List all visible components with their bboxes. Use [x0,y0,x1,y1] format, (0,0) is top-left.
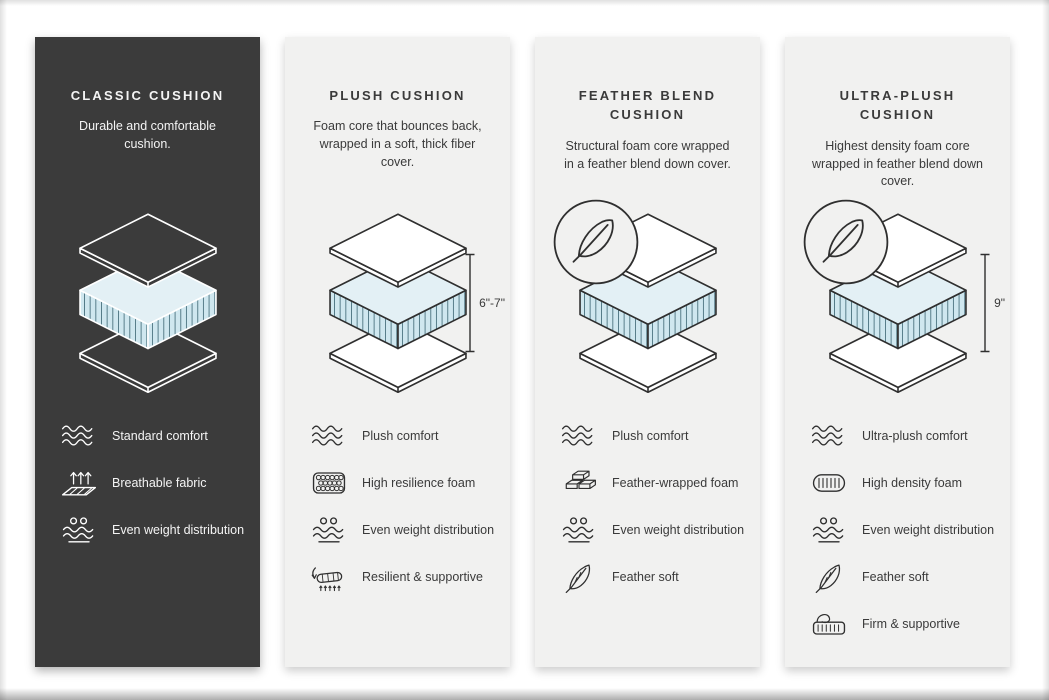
feature-label: Feather soft [612,569,679,584]
feature-row: Ultra-plush comfort [809,419,998,453]
height-bracket: 9" [979,253,1005,353]
cushion-illustration: 9" [785,193,1010,409]
feather-wrapped-foam-icon [559,466,599,500]
even-weight-icon [559,513,599,547]
measurement-bracket-icon [980,253,990,353]
column-description: Structural foam core wrapped in a feathe… [564,138,731,171]
column-header: FEATHER BLEND CUSHION Structural foam co… [535,37,760,193]
column-header: CLASSIC CUSHION Durable and comfortable … [35,37,260,193]
feature-label: High density foam [862,475,963,490]
feature-row: High density foam [809,466,998,500]
feature-row: Feather-wrapped foam [559,466,748,500]
cushion-layers-icon [309,211,487,397]
waves-icon [59,419,99,453]
waves-icon [809,419,849,453]
feature-row: Standard comfort [59,419,248,453]
even-weight-icon [309,513,349,547]
high-density-foam-icon [809,466,849,500]
height-bracket: 6"-7" [464,253,505,353]
feature-label: Even weight distribution [862,522,995,537]
column-description: Durable and comfortable cushion. [79,119,216,152]
feature-row: Plush comfort [559,419,748,453]
feature-row: Feather soft [559,560,748,594]
resilient-icon [309,560,349,594]
column-title: PLUSH CUSHION [329,87,466,103]
even-weight-icon [809,513,849,547]
column-description: Foam core that bounces back, wrapped in … [313,119,482,169]
firm-supportive-icon [809,607,849,641]
breathable-fabric-icon [59,466,99,500]
feature-label: Firm & supportive [862,616,960,631]
waves-icon [309,419,349,453]
feature-label: Plush comfort [362,428,439,443]
foam-cells-icon [309,466,349,500]
feature-row: Feather soft [809,560,998,594]
feature-label: Feather-wrapped foam [612,475,739,490]
column-header: PLUSH CUSHION Foam core that bounces bac… [285,37,510,193]
feature-label: High resilience foam [362,475,476,490]
column-title: FEATHER BLEND CUSHION [578,87,717,123]
feature-label: Ultra-plush comfort [862,428,968,443]
feather-icon [559,560,599,594]
feature-row: Even weight distribution [809,513,998,547]
feature-list: Ultra-plush comfort High density foam Ev… [785,409,1010,641]
waves-icon [559,419,599,453]
feature-row: High resilience foam [309,466,498,500]
column-plush-cushion: PLUSH CUSHION Foam core that bounces bac… [285,37,510,667]
feature-list: Plush comfort High resilience foam Even … [285,409,510,594]
feature-row: Even weight distribution [559,513,748,547]
feature-label: Even weight distribution [362,522,495,537]
feature-row: Firm & supportive [809,607,998,641]
feature-label: Even weight distribution [612,522,745,537]
column-feather-blend-cushion: FEATHER BLEND CUSHION Structural foam co… [535,37,760,667]
feature-label: Standard comfort [112,428,208,443]
feature-label: Feather soft [862,569,929,584]
height-label: 9" [994,296,1005,310]
feather-badge-icon [551,197,641,287]
cushion-illustration [535,193,760,409]
feature-row: Breathable fabric [59,466,248,500]
feature-label: Plush comfort [612,428,689,443]
cushion-layers-icon [59,211,237,397]
measurement-bracket-icon [465,253,475,353]
even-weight-icon [59,513,99,547]
feature-list: Standard comfort Breathable fabric Even … [35,409,260,547]
feature-row: Resilient & supportive [309,560,498,594]
feature-row: Even weight distribution [59,513,248,547]
height-label: 6"-7" [479,296,505,310]
feature-label: Resilient & supportive [362,569,483,584]
feather-icon [809,560,849,594]
feature-row: Plush comfort [309,419,498,453]
feature-list: Plush comfort Feather-wrapped foam Even … [535,409,760,594]
feature-row: Even weight distribution [309,513,498,547]
column-header: ULTRA-PLUSH CUSHION Highest density foam… [785,37,1010,193]
column-description: Highest density foam core wrapped in fea… [812,138,983,189]
column-title: ULTRA-PLUSH CUSHION [839,87,956,123]
column-ultra-plush-cushion: ULTRA-PLUSH CUSHION Highest density foam… [785,37,1010,667]
feature-label: Breathable fabric [112,475,207,490]
column-title: CLASSIC CUSHION [70,87,225,103]
cushion-illustration [35,193,260,409]
feature-label: Even weight distribution [112,522,245,537]
comparison-columns: CLASSIC CUSHION Durable and comfortable … [35,37,1010,667]
column-classic-cushion: CLASSIC CUSHION Durable and comfortable … [35,37,260,667]
cushion-illustration: 6"-7" [285,193,510,409]
page-edge-shadow-bottom [0,688,1049,700]
feather-badge-icon [801,197,891,287]
